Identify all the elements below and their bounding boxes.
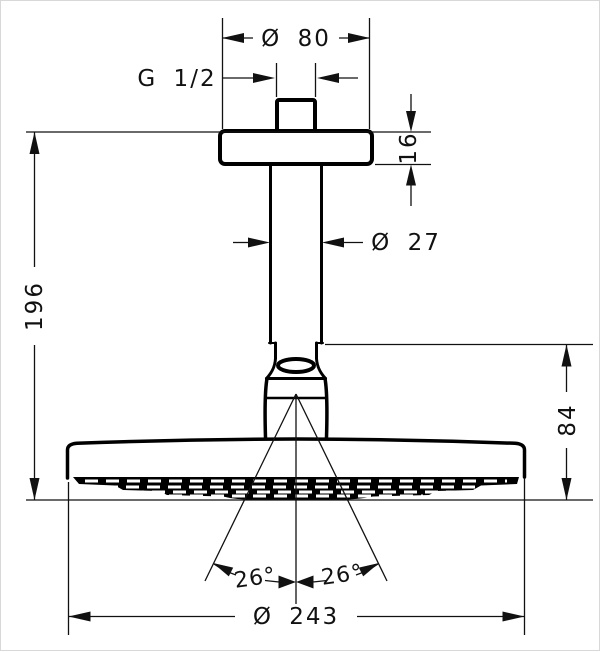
dim-overall-height: [29, 132, 40, 500]
arrow-left-icon: [222, 33, 244, 43]
arrow-right-icon: [502, 611, 525, 622]
dim-dia27: [233, 237, 363, 248]
label-16: 16: [396, 131, 422, 164]
arrow-upright-icon: [358, 563, 379, 577]
arrow-down-icon: [561, 478, 572, 500]
dim-spray-angle: [204, 393, 388, 604]
head-connector: [263, 376, 329, 440]
arrow-down-icon: [29, 478, 40, 500]
dimension-labels: Ø 80 G 1/2 16 Ø 27 196 84 26° 26° Ø 243: [22, 26, 581, 630]
arrow-left-icon: [317, 73, 339, 83]
arrow-right-icon: [278, 575, 296, 589]
label-84: 84: [555, 403, 581, 436]
arrow-right-icon: [253, 73, 275, 83]
label-thread: G 1/2: [137, 66, 216, 92]
arrow-right-icon: [248, 237, 270, 248]
arrow-upleft-icon: [213, 563, 234, 577]
arrow-left-icon: [68, 611, 91, 622]
label-angle-left: 26°: [233, 563, 278, 594]
arrow-up-icon: [561, 344, 572, 367]
dim-dia80: [221, 18, 371, 129]
arrow-left-icon: [296, 575, 314, 589]
label-dia27: Ø 27: [371, 230, 441, 256]
label-dia243: Ø 243: [253, 604, 339, 630]
arrow-down-icon: [406, 111, 416, 132]
label-dia80: Ø 80: [261, 26, 331, 52]
shower-arm: [268, 163, 324, 360]
arrow-up-icon: [29, 132, 40, 154]
ball-joint: [265, 353, 327, 380]
label-196: 196: [22, 281, 48, 331]
dim-head-offset: [325, 343, 593, 500]
ceiling-flange: [218, 129, 374, 166]
dim-thread: [223, 63, 358, 97]
arrow-right-icon: [348, 33, 370, 43]
dimension-lines: [26, 18, 593, 635]
arrow-left-icon: [322, 237, 344, 248]
dim-flange-height: [26, 94, 431, 206]
label-angle-right: 26°: [320, 560, 365, 591]
arrow-up-icon: [406, 164, 416, 186]
dim-dia243: [67, 478, 526, 635]
thread-stub: [275, 98, 317, 134]
